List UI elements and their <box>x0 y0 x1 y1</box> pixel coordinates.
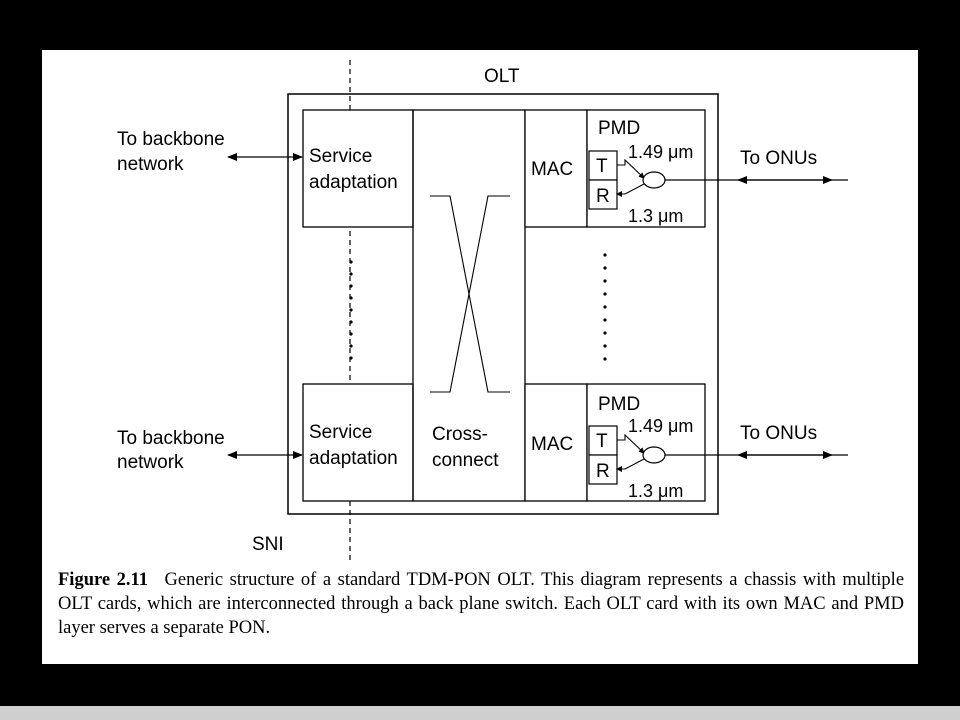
sni-dots <box>349 260 353 360</box>
service-bottom-line2: adaptation <box>309 448 398 469</box>
service-adaptation-top <box>302 109 414 228</box>
pmd-bottom-label: PMD <box>598 394 640 415</box>
wl-tx-bottom: 1.49 μm <box>628 416 693 436</box>
wl-rx-top: 1.3 μm <box>628 206 683 226</box>
mac-bottom <box>524 383 588 502</box>
sni-label: SNI <box>252 534 284 555</box>
tx-top-box <box>588 150 618 181</box>
wdm-coupler-bottom <box>642 446 666 464</box>
backbone-bottom-line2: network <box>117 452 184 473</box>
card-dots <box>603 253 607 361</box>
backbone-top-line2: network <box>117 154 184 175</box>
mac-bottom-label: MAC <box>531 434 573 455</box>
bottom-bar <box>0 706 960 720</box>
wl-tx-top: 1.49 μm <box>628 142 693 162</box>
service-adaptation-bottom <box>302 383 414 502</box>
backbone-bottom-line1: To backbone <box>117 428 225 449</box>
rx-bottom-box <box>588 454 618 485</box>
cross-line-b <box>430 195 510 393</box>
figure-label: Figure 2.11 <box>58 570 148 590</box>
crossconnect-line1: Cross- <box>432 424 488 445</box>
caption-text: Generic structure of a standard TDM-PON … <box>58 570 905 638</box>
cross-connect <box>412 109 526 502</box>
onus-bottom-label: To ONUs <box>740 423 817 444</box>
rx-bottom-label: R <box>596 461 610 482</box>
olt-chassis <box>287 93 719 515</box>
tx-bottom-label: T <box>596 431 608 452</box>
service-bottom-line1: Service <box>309 422 372 443</box>
slide-page <box>42 50 918 664</box>
tx-bottom-path <box>617 433 645 454</box>
wdm-coupler-top <box>642 171 666 189</box>
tx-top-path <box>617 158 645 179</box>
pmd-top-label: PMD <box>598 118 640 139</box>
service-top-line2: adaptation <box>309 172 398 193</box>
cross-line-a <box>430 195 510 393</box>
backbone-top-line1: To backbone <box>117 129 225 150</box>
crossconnect-line2: connect <box>432 450 499 471</box>
wl-rx-bottom: 1.3 μm <box>628 481 683 501</box>
onus-top-label: To ONUs <box>740 148 817 169</box>
rx-top-path <box>616 183 645 197</box>
service-top-line1: Service <box>309 146 372 167</box>
figure-caption: Figure 2.11 Generic structure of a stand… <box>58 568 904 640</box>
olt-label: OLT <box>484 66 520 87</box>
rx-bottom-path <box>616 458 645 472</box>
mac-top-label: MAC <box>531 159 573 180</box>
rx-top-label: R <box>596 186 610 207</box>
tx-top-label: T <box>596 156 608 177</box>
